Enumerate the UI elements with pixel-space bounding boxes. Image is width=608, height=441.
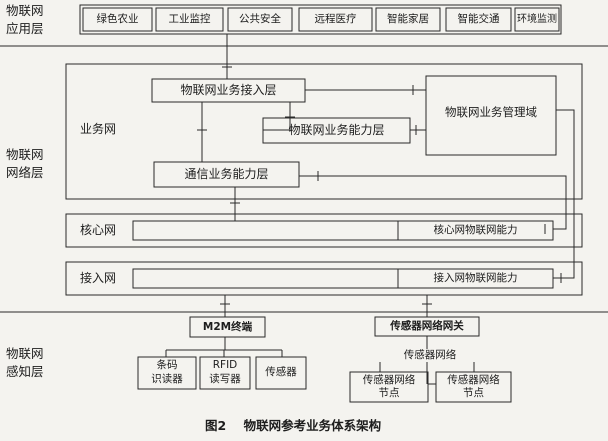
perception-layer-label-1: 物联网 [6,346,44,361]
access-layer-label: 物联网业务接入层 [180,83,277,97]
m2m-terminal-box [189,316,266,338]
capability-layer-label: 物联网业务能力层 [288,123,385,137]
app-box-6 [445,7,512,32]
sensor-node-2-label-1: 传感器网络 [447,374,500,386]
m2m-terminal-label: M2M终端 [202,321,253,333]
app-public-safety: 公共安全 [239,13,281,25]
app-box-7 [514,7,560,32]
app-smart-transport: 智能交通 [457,13,500,25]
perception-layer-label-2: 感知层 [6,364,44,379]
network-layer-label-1: 物联网 [6,147,44,162]
app-box-2 [155,7,224,32]
sensor-box [255,356,307,390]
core-net-frame [65,213,583,248]
sensor-node-box-1 [349,371,429,403]
sensor-node-1-label-1: 传感器网络 [362,374,416,386]
core-capability-label: 核心网物联网能力 [433,224,518,236]
business-net-label: 业务网 [80,122,117,136]
comm-layer-label: 通信业务能力层 [184,167,269,181]
app-box-5 [375,7,441,32]
application-layer-label-2: 应用层 [6,21,44,36]
network-layer-label-2: 网络层 [6,165,44,180]
rfid-reader-box [199,356,251,390]
sensor-node-2-label-2: 节点 [463,387,484,399]
sensor-gateway-label: 传感器网络网关 [390,320,464,332]
app-smart-home: 智能家居 [387,13,429,25]
app-box-3 [227,7,293,32]
barcode-reader-box [137,356,197,390]
barcode-reader-label-1: 条码 [156,359,178,371]
app-box-1 [82,7,153,32]
app-row-frame [79,4,562,35]
app-environment-monitoring: 环境监测 [517,14,557,25]
core-capability-box [397,220,554,241]
rfid-reader-label-2: 读写器 [209,373,241,385]
access-capability-label: 接入网物联网能力 [433,272,518,284]
management-domain-label: 物联网业务管理域 [445,105,537,119]
core-net-label: 核心网 [80,223,117,237]
sensor-label: 传感器 [265,366,297,378]
business-net-frame [65,63,583,200]
application-layer-label-1: 物联网 [6,3,44,18]
sensor-network-label: 传感器网络 [390,349,470,362]
barcode-reader-label-2: 识读器 [151,373,183,385]
app-box-4 [298,7,373,32]
app-industrial-monitoring: 工业监控 [168,13,211,25]
management-domain-box [425,75,557,156]
access-net-frame [65,261,583,296]
app-green-agriculture: 绿色农业 [96,13,139,25]
comm-layer-box [153,161,300,188]
rfid-reader-label-1: RFID [212,359,238,371]
sensor-node-box-2 [435,371,512,403]
app-remote-medical: 远程医疗 [314,13,357,25]
sensor-node-1-label-2: 节点 [378,387,400,399]
access-net-label: 接入网 [80,271,117,285]
figure-caption: 图2 物联网参考业务体系架构 [205,418,382,433]
